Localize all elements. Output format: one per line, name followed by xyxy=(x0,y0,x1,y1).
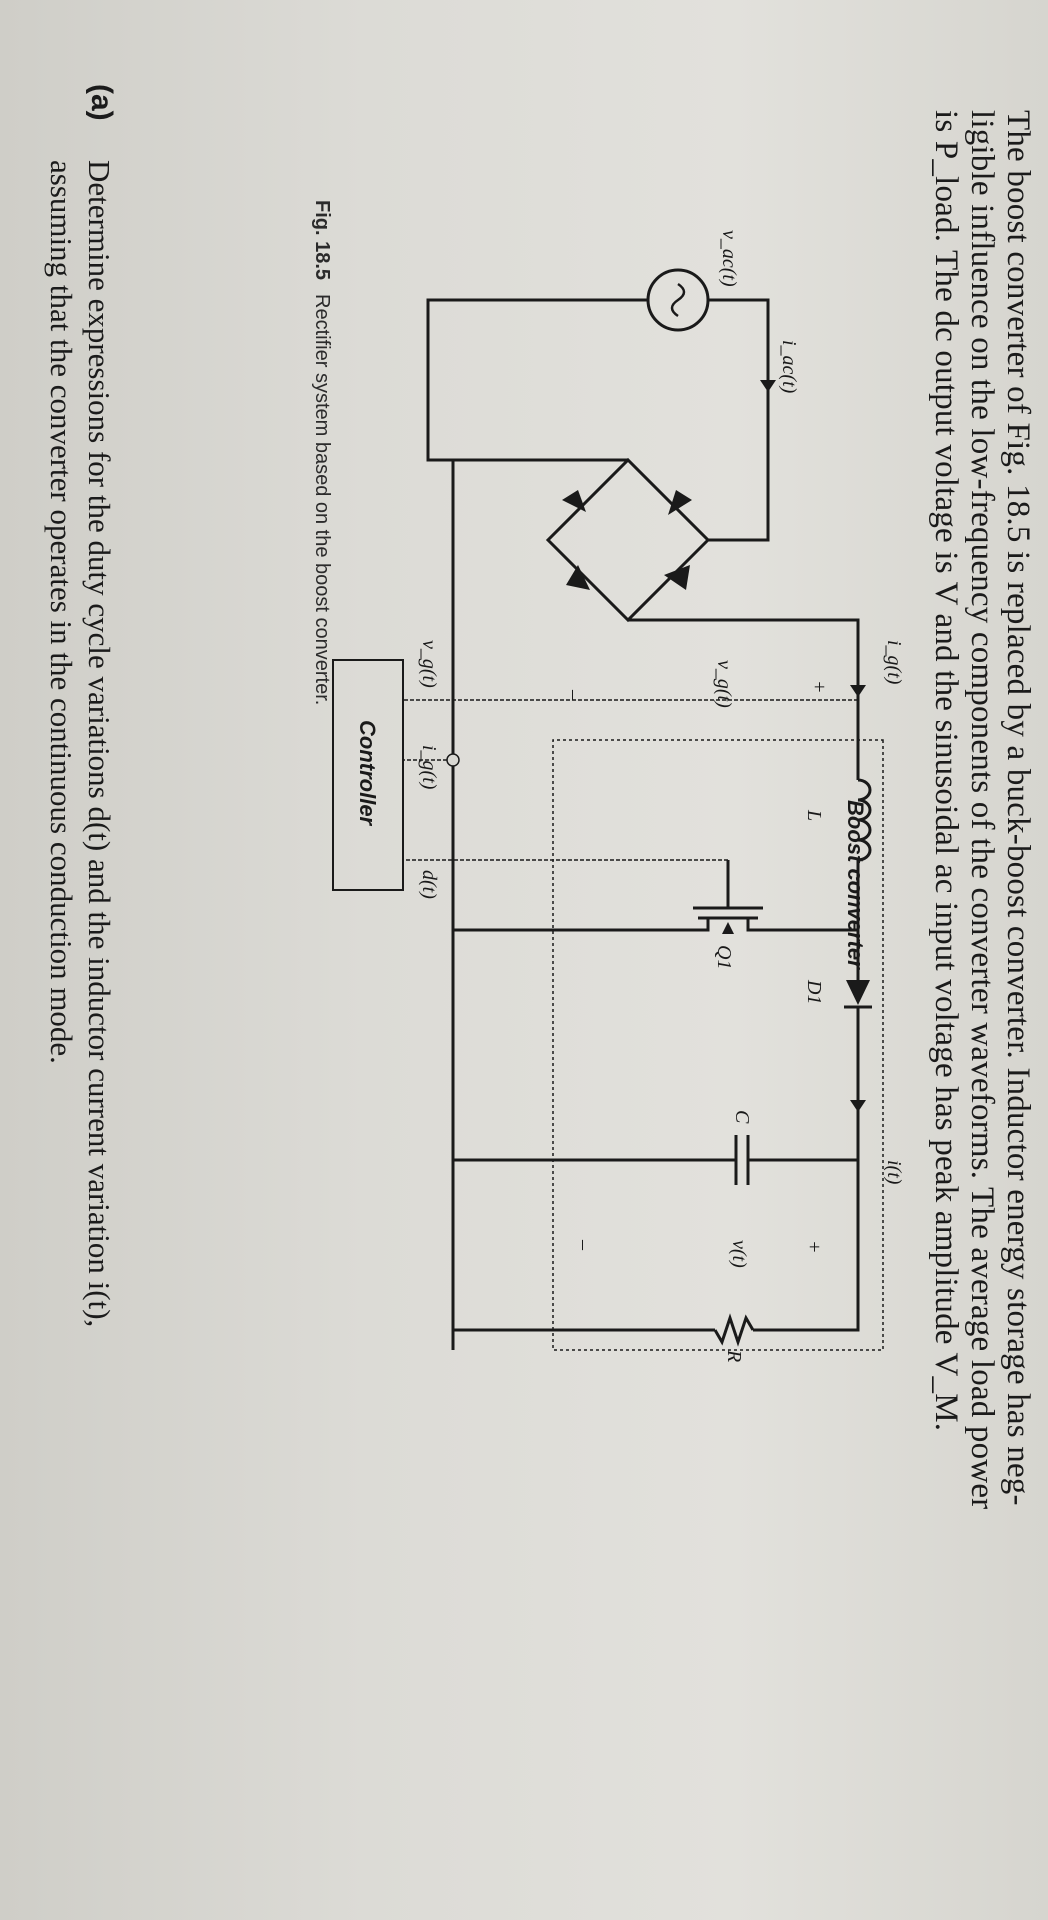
switch-drain-stub xyxy=(746,918,758,932)
ctrl-ig-label: i_g(t) xyxy=(418,745,440,790)
res-label: R xyxy=(723,1349,745,1362)
part-a-question: Determine expressions for the duty cycle… xyxy=(42,160,118,1327)
vg-label: v_g(t) xyxy=(713,660,735,708)
switch-body-arrow-icon xyxy=(722,922,734,934)
load-bottom-wire xyxy=(451,1160,715,1332)
bridge-diode-1-icon xyxy=(664,565,690,590)
bridge-diode-2-icon xyxy=(566,565,590,590)
ac-bottom-wire xyxy=(426,298,648,462)
boost-converter-box xyxy=(552,739,884,1351)
load-top-wire xyxy=(753,1160,860,1332)
vg-plus-sign: + xyxy=(808,680,830,694)
ctrl-vg-label: v_g(t) xyxy=(418,640,440,688)
figure-caption: Fig. 18.5Rectifier system based on the b… xyxy=(310,200,333,705)
output-voltage-label: v(t) xyxy=(728,1240,750,1268)
current-sensor xyxy=(446,753,460,767)
diode-bridge xyxy=(545,457,711,623)
part-a-line-1: Determine expressions for the duty cycle… xyxy=(82,160,117,1328)
controller-label: Controller xyxy=(355,720,380,827)
ig-arrow-icon xyxy=(850,685,866,697)
ig-label: i_g(t) xyxy=(883,640,905,685)
part-a-line-2: assuming that the converter operates in … xyxy=(44,160,79,1064)
load-resistor-symbol xyxy=(713,1313,755,1347)
ac-top-wire xyxy=(708,298,770,542)
switch-label: Q1 xyxy=(713,945,735,969)
inductor-symbol xyxy=(857,778,872,862)
caption-label: Fig. 18.5 xyxy=(311,200,333,281)
cap-label: C xyxy=(731,1110,753,1124)
iac-label: i_ac(t) xyxy=(778,340,800,394)
vac-label: v_ac(t) xyxy=(718,230,740,287)
ac-sine-icon xyxy=(670,282,686,318)
diode-d1-icon xyxy=(846,980,870,1005)
switch-source-wire xyxy=(453,918,710,932)
return-rail xyxy=(451,458,628,1350)
boost-converter-label: Boost converter xyxy=(843,800,868,970)
ctrl-d-label: d(t) xyxy=(418,870,440,899)
output-current-arrow-icon xyxy=(850,1100,866,1112)
vg-minus-sign: – xyxy=(563,689,585,701)
vout-minus-sign: – xyxy=(573,1239,595,1251)
controller-block xyxy=(332,659,404,891)
bridge-diode-3-icon xyxy=(668,490,692,515)
output-current-label: i(t) xyxy=(883,1160,905,1185)
vout-plus-sign: + xyxy=(803,1240,825,1254)
diode-label: D1 xyxy=(803,979,825,1004)
caption-text: Rectifier system based on the boost conv… xyxy=(311,294,333,706)
iac-arrow-icon xyxy=(760,380,776,392)
inductor-label: L xyxy=(803,809,825,821)
part-a-label: (a) xyxy=(85,84,118,121)
bridge-diode-4-icon xyxy=(562,490,586,512)
